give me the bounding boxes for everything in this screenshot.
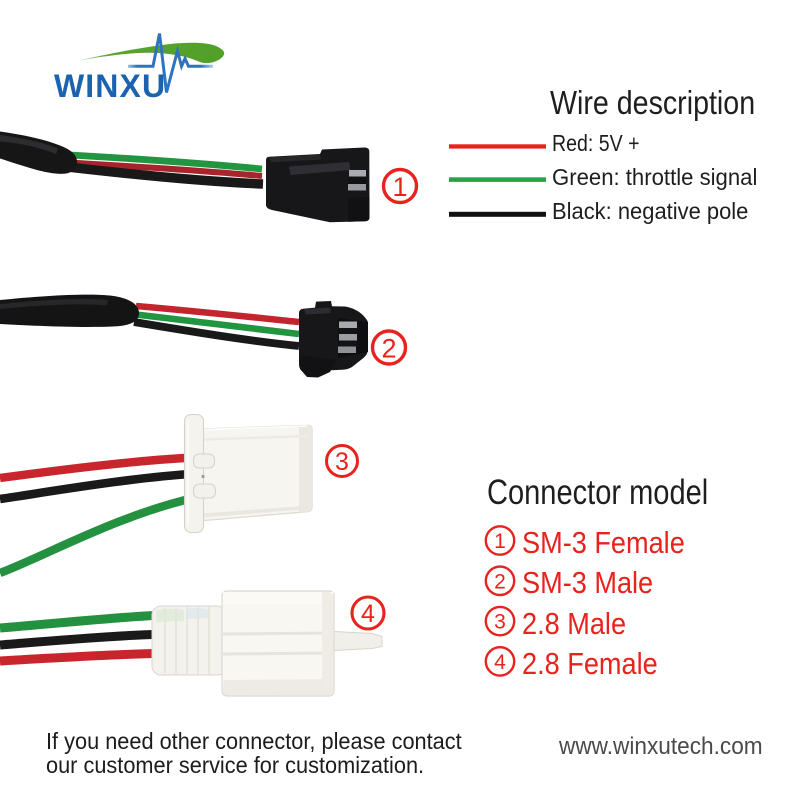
svg-text:2: 2 [381, 334, 396, 364]
svg-text:WINXU: WINXU [54, 68, 166, 104]
svg-text:2: 2 [494, 570, 506, 593]
svg-text:3: 3 [494, 611, 506, 634]
svg-text:1: 1 [494, 530, 506, 553]
svg-text:4: 4 [361, 600, 375, 628]
svg-text:1: 1 [392, 172, 407, 202]
svg-text:4: 4 [494, 651, 506, 674]
svg-text:3: 3 [335, 448, 349, 476]
